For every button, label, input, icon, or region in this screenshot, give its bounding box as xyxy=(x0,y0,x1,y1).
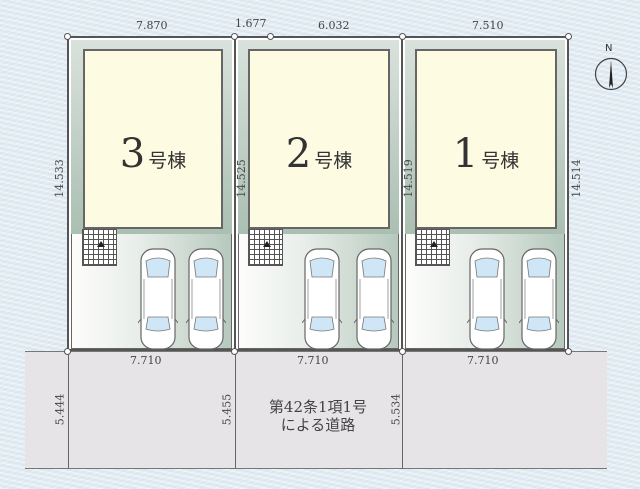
lot-3-frontage-dimension: 7.710 xyxy=(130,354,162,367)
road-label-line1: 第42条1項1号 xyxy=(268,398,368,416)
entrance-arrow-icon xyxy=(430,241,438,247)
entrance-arrow-icon xyxy=(263,241,271,247)
boundary-marker xyxy=(231,33,238,40)
boundary-marker xyxy=(231,348,238,355)
lot-1-depth-dimension-right: 14.514 xyxy=(569,159,583,198)
lot-3-suffix: 号棟 xyxy=(148,150,187,172)
lot-1-frontage-dimension: 7.710 xyxy=(467,354,499,367)
lot-2-frontage-dimension: 7.710 xyxy=(297,354,329,367)
road-dimension-line-2 xyxy=(235,351,236,469)
entrance-arrow-icon xyxy=(97,241,105,247)
road-boundary-top xyxy=(25,351,607,352)
boundary-marker xyxy=(399,348,406,355)
lot-2-top-dimension-b: 6.032 xyxy=(318,19,350,32)
lot-1-entrance-stairs xyxy=(415,229,450,266)
lot-2-depth-dimension: 14.525 xyxy=(234,159,248,198)
boundary-marker xyxy=(565,348,572,355)
road-label: 第42条1項1号 による道路 xyxy=(248,398,388,434)
road-dimension-line-1 xyxy=(402,351,403,469)
lot-3-car-1-icon xyxy=(137,247,179,351)
lot-3-top-dimension: 7.870 xyxy=(136,19,168,32)
lot-3-car-2-icon xyxy=(185,247,227,351)
road-width-dimension-3: 5.444 xyxy=(53,393,67,426)
boundary-marker xyxy=(267,33,274,40)
lot-2-car-2-icon xyxy=(353,247,395,351)
lot-3-depth-dimension: 14.533 xyxy=(52,159,66,198)
boundary-marker xyxy=(64,348,71,355)
compass-north-label: N xyxy=(605,43,613,54)
lot-2-entrance-stairs xyxy=(248,229,283,266)
lot-1-car-1-icon xyxy=(466,247,508,351)
road-label-line2: による道路 xyxy=(280,416,356,434)
lot-1-number: 1 xyxy=(452,131,479,177)
lot-2-suffix: 号棟 xyxy=(314,150,353,172)
road-width-dimension-2: 5.455 xyxy=(220,393,234,426)
lot-3-number: 3 xyxy=(119,131,146,177)
lot-2-top-dimension-a: 1.677 xyxy=(235,17,267,30)
road-boundary-bottom xyxy=(25,468,607,469)
lot-2-number: 2 xyxy=(285,131,312,177)
lot-1-suffix: 号棟 xyxy=(481,150,520,172)
lot-1-top-dimension: 7.510 xyxy=(472,19,504,32)
boundary-marker xyxy=(399,33,406,40)
road-area xyxy=(25,351,607,469)
boundary-marker xyxy=(64,33,71,40)
boundary-marker xyxy=(565,33,572,40)
road-width-dimension-1: 5.534 xyxy=(389,393,403,426)
lot-3-entrance-stairs xyxy=(82,229,117,266)
north-compass-icon: N xyxy=(594,43,628,93)
lot-1-depth-dimension-left: 14.519 xyxy=(401,159,415,198)
road-dimension-line-3 xyxy=(68,351,69,469)
lot-1-car-2-icon xyxy=(518,247,560,351)
lot-2-car-1-icon xyxy=(301,247,343,351)
